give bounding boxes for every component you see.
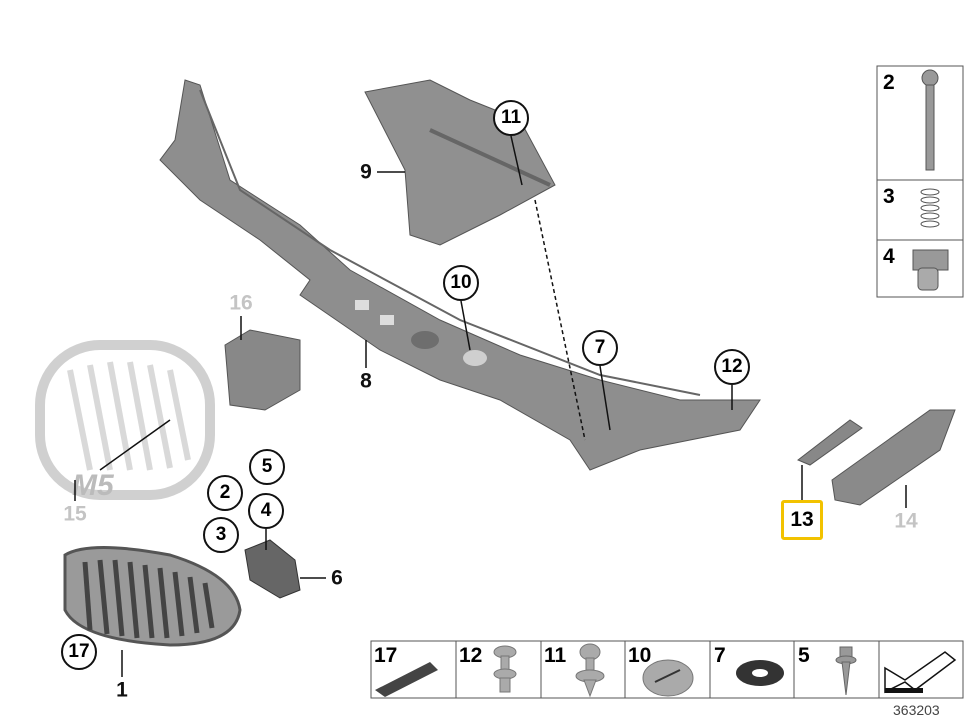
bottom-table-item-7[interactable]: 7 <box>714 644 726 667</box>
bracket-part-6 <box>244 539 301 599</box>
callout-12[interactable]: 12 <box>714 349 750 385</box>
callout-2[interactable]: 2 <box>207 475 243 511</box>
label-8[interactable]: 8 <box>360 369 372 393</box>
label-15[interactable]: 15 <box>63 502 87 526</box>
label-14[interactable]: 14 <box>894 509 918 533</box>
grille-part-15 <box>35 340 215 500</box>
label-13-highlighted[interactable]: 13 <box>781 500 823 540</box>
bracket-part-16 <box>224 329 301 411</box>
trim-part-14 <box>831 409 956 506</box>
side-table <box>876 65 964 298</box>
pad-icon-17 <box>375 662 438 697</box>
shield-part-9 <box>364 79 556 246</box>
side-table-item-4[interactable]: 4 <box>883 245 895 268</box>
label-6[interactable]: 6 <box>331 566 343 590</box>
side-table-item-3[interactable]: 3 <box>883 185 895 208</box>
callout-10[interactable]: 10 <box>443 265 479 301</box>
bottom-table-item-17[interactable]: 17 <box>374 644 398 667</box>
spring-icon-3 <box>920 188 940 228</box>
bottom-table-item-5[interactable]: 5 <box>798 644 810 667</box>
cowl-panel-part-8 <box>159 79 761 471</box>
label-9[interactable]: 9 <box>360 160 372 184</box>
grille-part-1 <box>63 546 242 647</box>
bottom-table-item-11[interactable]: 11 <box>544 644 567 667</box>
callout-4[interactable]: 4 <box>248 493 284 529</box>
bolt-icon-2 <box>921 69 939 171</box>
clip-icon-11 <box>575 643 605 698</box>
washer-icon-7 <box>736 660 784 686</box>
bottom-table <box>370 640 964 699</box>
callout-5[interactable]: 5 <box>249 449 285 485</box>
trim-part-13 <box>797 419 863 466</box>
label-1[interactable]: 1 <box>116 678 128 702</box>
clip-icon-12 <box>493 645 517 693</box>
bottom-table-item-12[interactable]: 12 <box>459 644 483 667</box>
callout-7[interactable]: 7 <box>582 330 618 366</box>
bottom-table-item-10[interactable]: 10 <box>628 644 652 667</box>
callout-3[interactable]: 3 <box>203 517 239 553</box>
screw-icon-5 <box>835 646 857 696</box>
arrow-icon <box>884 651 957 694</box>
diagram-number: 363203 <box>893 702 940 718</box>
nut-icon-4 <box>912 249 949 291</box>
callout-11[interactable]: 11 <box>493 100 529 136</box>
plug-icon-10 <box>642 659 694 697</box>
side-table-item-2[interactable]: 2 <box>883 71 895 94</box>
svg-text:M5: M5 <box>72 469 115 502</box>
label-16[interactable]: 16 <box>229 291 253 315</box>
callout-17[interactable]: 17 <box>61 634 97 670</box>
